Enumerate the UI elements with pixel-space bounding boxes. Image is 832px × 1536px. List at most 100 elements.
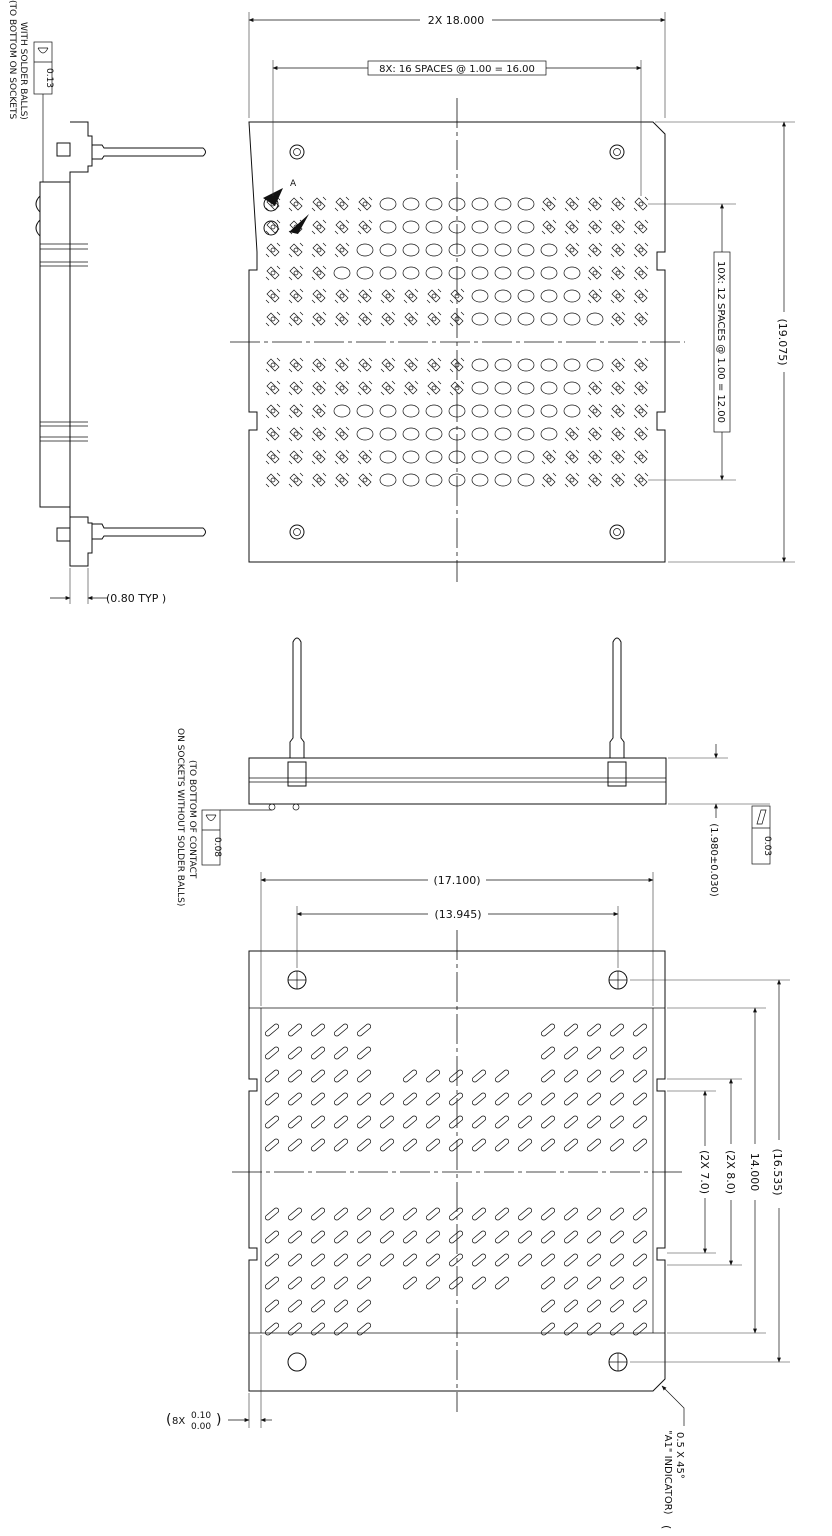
contact-slot bbox=[609, 1322, 625, 1336]
contact-pocket bbox=[425, 427, 443, 441]
contact-slot bbox=[287, 1322, 303, 1336]
pin-a1-marker bbox=[263, 188, 309, 236]
contact-pocket bbox=[379, 427, 397, 441]
contact-pocket bbox=[425, 197, 443, 211]
contact-pocket bbox=[425, 266, 443, 280]
contact-slot bbox=[563, 1253, 579, 1267]
contact-pad bbox=[357, 288, 373, 304]
front-view: 0.08 (TO BOTTOM OF CONTACT ON SOCKETS WI… bbox=[175, 637, 772, 906]
mounting-hole bbox=[287, 970, 628, 1372]
contact-slot bbox=[287, 1046, 303, 1060]
contact-pocket bbox=[448, 220, 466, 234]
contact-slot bbox=[609, 1299, 625, 1313]
contact-pocket bbox=[425, 450, 443, 464]
contact-slot bbox=[287, 1276, 303, 1290]
contact-slot bbox=[540, 1069, 556, 1083]
contact-pocket bbox=[586, 312, 604, 326]
contact-slot bbox=[609, 1138, 625, 1152]
contact-slot bbox=[356, 1046, 372, 1060]
contact-pocket bbox=[448, 197, 466, 211]
contact-pocket bbox=[425, 243, 443, 257]
contact-slot bbox=[333, 1069, 349, 1083]
contact-pad bbox=[564, 426, 580, 442]
contact-pocket bbox=[494, 312, 512, 326]
contact-slot bbox=[517, 1092, 533, 1106]
contact-pad bbox=[334, 196, 350, 212]
contact-pocket bbox=[494, 450, 512, 464]
contact-slot bbox=[632, 1322, 648, 1336]
contact-pocket bbox=[471, 266, 489, 280]
contact-slot bbox=[494, 1092, 510, 1106]
contact-slot bbox=[563, 1069, 579, 1083]
contact-slot bbox=[287, 1115, 303, 1129]
contact-pocket bbox=[333, 404, 351, 418]
contact-slot bbox=[540, 1115, 556, 1129]
contact-pocket bbox=[540, 312, 558, 326]
contact-pocket bbox=[563, 312, 581, 326]
contact-slot bbox=[333, 1023, 349, 1037]
dim-top-height: (19.075) bbox=[776, 318, 789, 365]
contact-slot bbox=[494, 1253, 510, 1267]
contact-pad bbox=[288, 242, 304, 258]
dim-top-width: 2X 18.000 bbox=[428, 14, 485, 27]
contact-pocket bbox=[517, 404, 535, 418]
contact-slot bbox=[563, 1138, 579, 1152]
tol-upper: 0.10 bbox=[191, 1411, 211, 1421]
contact-pad bbox=[449, 288, 465, 304]
contact-pocket bbox=[379, 220, 397, 234]
flatness-top-value: 0.13 bbox=[44, 68, 54, 88]
contact-slot bbox=[609, 1115, 625, 1129]
contact-pad bbox=[564, 219, 580, 235]
contact-pocket bbox=[402, 404, 420, 418]
contact-slot bbox=[310, 1322, 326, 1336]
contact-pad bbox=[265, 242, 281, 258]
contact-slot bbox=[540, 1299, 556, 1313]
contact-slot bbox=[356, 1276, 372, 1290]
svg-text:): ) bbox=[216, 1412, 221, 1428]
contact-pad-array bbox=[265, 196, 649, 488]
contact-slot bbox=[402, 1230, 418, 1244]
contact-slot bbox=[356, 1092, 372, 1106]
contact-slot bbox=[333, 1230, 349, 1244]
contact-slot bbox=[287, 1230, 303, 1244]
contact-pad bbox=[265, 288, 281, 304]
contact-pad bbox=[564, 242, 580, 258]
contact-pocket bbox=[517, 289, 535, 303]
contact-pocket bbox=[563, 404, 581, 418]
contact-slot bbox=[402, 1207, 418, 1221]
contact-pocket bbox=[402, 427, 420, 441]
contact-pocket bbox=[402, 450, 420, 464]
contact-pocket bbox=[471, 404, 489, 418]
contact-pocket bbox=[540, 266, 558, 280]
contact-slot bbox=[402, 1069, 418, 1083]
contact-pad bbox=[334, 311, 350, 327]
contact-pad bbox=[311, 311, 327, 327]
contact-slot bbox=[287, 1092, 303, 1106]
contact-pad bbox=[403, 380, 419, 396]
contact-slot bbox=[402, 1253, 418, 1267]
contact-pad bbox=[334, 472, 350, 488]
contact-slot bbox=[632, 1023, 648, 1037]
contact-pad bbox=[610, 449, 626, 465]
contact-slot bbox=[356, 1069, 372, 1083]
contact-pad bbox=[288, 265, 304, 281]
contact-pad bbox=[403, 288, 419, 304]
contact-pad bbox=[311, 219, 327, 235]
contact-pocket bbox=[379, 266, 397, 280]
contact-slot bbox=[609, 1046, 625, 1060]
contact-slot bbox=[471, 1115, 487, 1129]
svg-text:(: ( bbox=[660, 1525, 673, 1529]
contact-slot bbox=[425, 1276, 441, 1290]
contact-slot bbox=[586, 1299, 602, 1313]
dim-top-pitch-y: 10X: 12 SPACES @ 1.00 = 12.00 bbox=[715, 261, 726, 423]
contact-pad bbox=[311, 357, 327, 373]
contact-slot bbox=[563, 1046, 579, 1060]
contact-pad bbox=[311, 265, 327, 281]
contact-pocket bbox=[517, 381, 535, 395]
contact-pad bbox=[334, 380, 350, 396]
contact-pad bbox=[587, 426, 603, 442]
contact-pocket bbox=[402, 243, 420, 257]
contact-pad bbox=[357, 357, 373, 373]
contact-slot bbox=[379, 1230, 395, 1244]
contact-pocket bbox=[471, 358, 489, 372]
